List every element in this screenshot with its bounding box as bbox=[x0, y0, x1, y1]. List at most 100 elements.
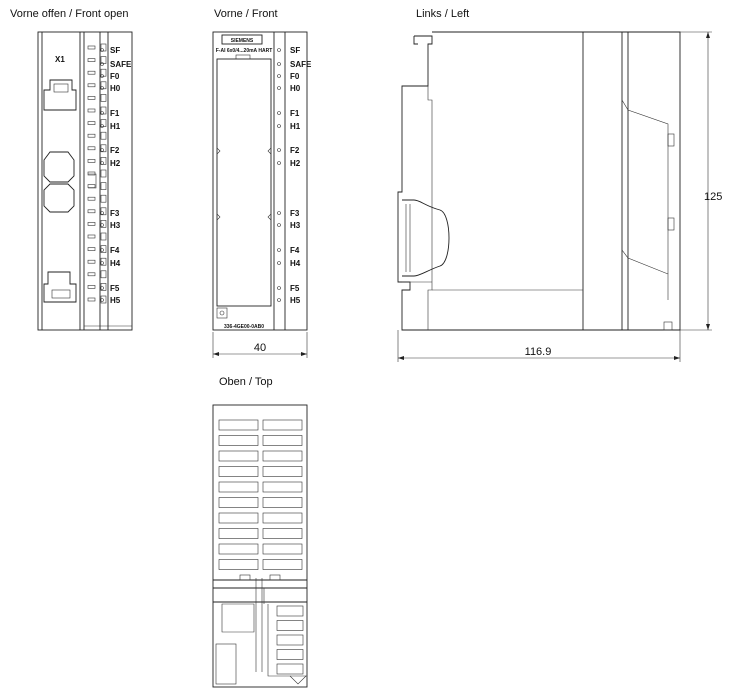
terminal-screw bbox=[100, 270, 107, 279]
led-label: H2 bbox=[110, 159, 121, 168]
terminal-slot bbox=[87, 58, 96, 62]
led-label: F3 bbox=[290, 209, 300, 218]
led-label: SF bbox=[290, 46, 300, 55]
led-label: H1 bbox=[110, 122, 121, 131]
terminal-screw bbox=[100, 94, 107, 102]
led-label: H4 bbox=[110, 259, 121, 268]
width-dimension: 40 bbox=[254, 342, 266, 354]
vent-slot bbox=[262, 450, 303, 462]
label-strip bbox=[216, 58, 272, 307]
vent-slot bbox=[218, 466, 259, 477]
vent-slot bbox=[218, 512, 259, 524]
led-indicator bbox=[100, 111, 104, 115]
terminal-slot bbox=[87, 171, 96, 176]
vent-slot bbox=[262, 497, 303, 508]
led-label: H3 bbox=[110, 221, 121, 230]
terminal-screw bbox=[100, 295, 107, 304]
terminal-slot bbox=[87, 272, 96, 277]
led-label: H4 bbox=[290, 259, 301, 268]
order-number: 336-4GE00-0AB0 bbox=[224, 324, 264, 330]
terminal-slot bbox=[87, 297, 96, 302]
led-label: H5 bbox=[290, 296, 301, 305]
ventilation-slots bbox=[218, 419, 303, 570]
terminal-slot bbox=[87, 234, 96, 239]
led-label: SAFE bbox=[110, 60, 132, 69]
led-label: H0 bbox=[110, 84, 121, 93]
led-indicator bbox=[277, 124, 281, 128]
vent-slot bbox=[262, 481, 303, 493]
led-indicator bbox=[100, 48, 104, 52]
terminal-slot bbox=[87, 45, 96, 50]
height-dimension: 125 bbox=[704, 191, 722, 203]
led-indicators bbox=[100, 48, 104, 302]
vent-slot bbox=[262, 435, 303, 446]
terminal-slot bbox=[87, 159, 96, 163]
terminal-screw bbox=[100, 194, 107, 203]
vent-slot bbox=[262, 512, 303, 524]
led-indicator bbox=[100, 62, 104, 66]
led-label: F2 bbox=[110, 146, 120, 155]
terminal-slot bbox=[87, 196, 96, 201]
depth-dimension: 116.9 bbox=[525, 346, 552, 358]
vent-slot bbox=[276, 605, 304, 617]
bottom-ventilation-slots bbox=[276, 605, 304, 675]
vent-slot bbox=[262, 543, 303, 555]
module-name: F-AI 6x0/4...20mA HART bbox=[216, 48, 273, 54]
led-indicator bbox=[277, 211, 281, 215]
terminal-slots bbox=[87, 43, 107, 304]
terminal-screw bbox=[100, 157, 107, 165]
front-title: Vorne / Front bbox=[214, 8, 278, 20]
terminal-slot bbox=[87, 133, 96, 138]
top-title: Oben / Top bbox=[219, 376, 273, 388]
terminal-screw bbox=[100, 182, 107, 190]
vent-slot bbox=[276, 649, 304, 660]
vent-slot bbox=[218, 481, 259, 493]
led-indicator bbox=[277, 248, 281, 252]
led-indicator bbox=[100, 248, 104, 252]
vent-slot bbox=[218, 559, 259, 570]
vent-slot bbox=[262, 559, 303, 570]
led-indicator bbox=[277, 48, 281, 52]
led-label: F5 bbox=[110, 284, 120, 293]
led-indicator bbox=[277, 62, 281, 66]
led-label: F3 bbox=[110, 209, 120, 218]
terminal-slot bbox=[87, 146, 96, 151]
led-indicator bbox=[100, 86, 104, 90]
led-indicator bbox=[277, 298, 281, 302]
led-label: H5 bbox=[110, 296, 121, 305]
led-indicator bbox=[277, 74, 281, 78]
x1-connector-label: X1 bbox=[55, 55, 65, 64]
terminal-slot bbox=[87, 70, 96, 75]
top-view bbox=[212, 404, 308, 688]
terminal-slot bbox=[87, 209, 96, 214]
led-indicator bbox=[277, 161, 281, 165]
led-indicator bbox=[277, 286, 281, 290]
led-indicator bbox=[277, 223, 281, 227]
led-label: F1 bbox=[110, 109, 120, 118]
vent-slot bbox=[262, 419, 303, 431]
terminal-screw bbox=[100, 207, 107, 216]
led-label: F2 bbox=[290, 146, 300, 155]
terminal-screw bbox=[100, 232, 107, 241]
left-view: 125 116.9 bbox=[397, 31, 722, 362]
terminal-slot bbox=[87, 222, 96, 226]
terminal-slot bbox=[87, 184, 96, 188]
led-indicator bbox=[100, 74, 104, 78]
led-indicator bbox=[100, 298, 104, 302]
led-label: H2 bbox=[290, 159, 301, 168]
terminal-screw bbox=[100, 131, 107, 140]
brand-text: SIEMENS bbox=[231, 38, 254, 44]
led-indicator bbox=[100, 124, 104, 128]
vent-slot bbox=[218, 543, 259, 555]
siemens-logo bbox=[221, 34, 263, 45]
terminal-slot bbox=[87, 121, 96, 125]
led-indicator bbox=[100, 211, 104, 215]
terminal-screw bbox=[100, 169, 107, 178]
led-indicator bbox=[100, 148, 104, 152]
led-indicator bbox=[100, 286, 104, 290]
terminal-slot bbox=[87, 247, 96, 251]
led-indicator bbox=[277, 261, 281, 265]
